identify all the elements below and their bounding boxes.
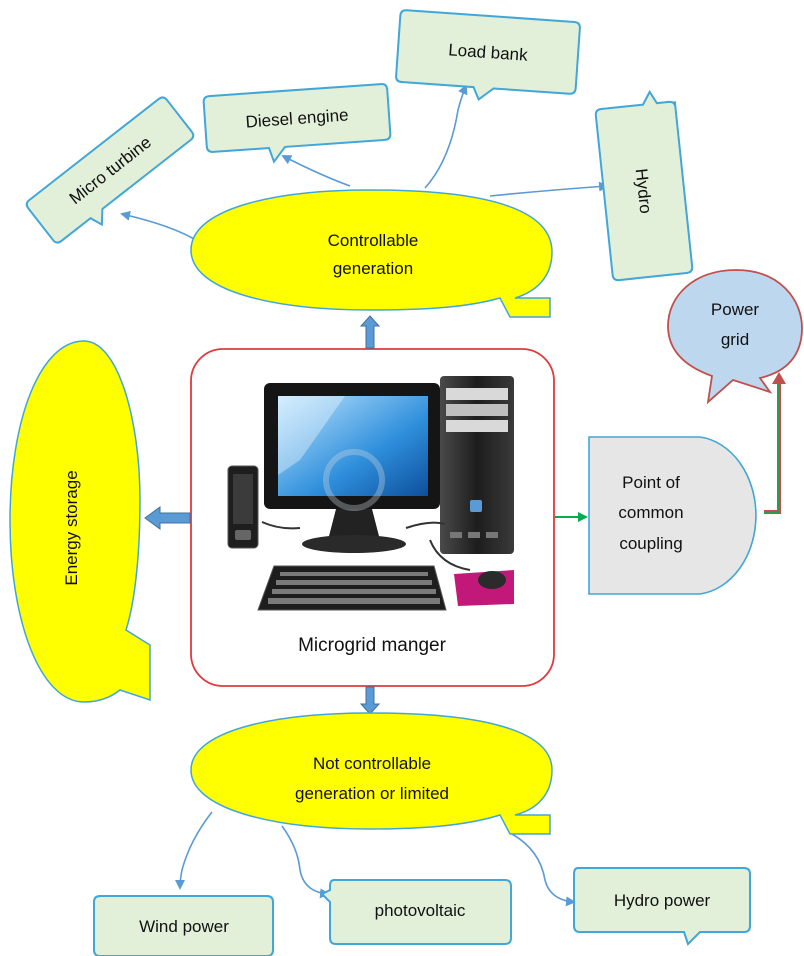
not-controllable-label-2: generation or limited bbox=[295, 784, 449, 803]
hydro-label: Hydro bbox=[632, 168, 656, 215]
not-controllable-connectors bbox=[175, 811, 576, 907]
arrow-down bbox=[359, 686, 381, 715]
energy-storage-node: Energy storage bbox=[9, 340, 151, 703]
desktop-computer-icon bbox=[227, 376, 514, 611]
wind-power-node: Wind power bbox=[93, 895, 274, 956]
pcc-label-1: Point of bbox=[622, 473, 680, 492]
arrow-left bbox=[144, 506, 191, 530]
arrow-up bbox=[359, 315, 381, 349]
microgrid-manager-node: Microgrid manger bbox=[190, 348, 555, 687]
controllable-connectors bbox=[120, 84, 609, 241]
pcc-label-2: common bbox=[618, 503, 683, 522]
monitor-icon bbox=[264, 383, 440, 553]
not-controllable-label-1: Not controllable bbox=[313, 754, 431, 773]
power-grid-node: Power grid bbox=[667, 269, 803, 405]
energy-storage-label: Energy storage bbox=[62, 470, 81, 585]
hydro-node: Hydro bbox=[594, 89, 694, 282]
pcc-node: Point of common coupling bbox=[588, 436, 757, 595]
photovoltaic-label: photovoltaic bbox=[375, 901, 466, 920]
tower-pc-icon bbox=[440, 376, 514, 554]
power-grid-label-2: grid bbox=[721, 330, 749, 349]
microgrid-manager-label: Microgrid manger bbox=[298, 635, 446, 656]
power-grid-label-1: Power bbox=[711, 300, 760, 319]
hydro-power-label: Hydro power bbox=[614, 891, 711, 910]
phone-icon bbox=[227, 465, 259, 549]
diesel-engine-node: Diesel engine bbox=[202, 83, 392, 164]
controllable-label-1: Controllable bbox=[328, 231, 419, 250]
pcc-arrow bbox=[555, 512, 588, 522]
pcc-label-3: coupling bbox=[619, 534, 682, 553]
mouse-icon bbox=[454, 570, 514, 606]
controllable-generation-node: Controllable generation bbox=[190, 189, 553, 318]
photovoltaic-node: photovoltaic bbox=[320, 879, 512, 945]
wind-power-label: Wind power bbox=[139, 917, 229, 936]
pcc-grid-connector bbox=[764, 372, 786, 514]
manager-arrows bbox=[144, 315, 381, 715]
load-bank-node: Load bank bbox=[395, 9, 581, 102]
keyboard-icon bbox=[257, 565, 447, 611]
not-controllable-node: Not controllable generation or limited bbox=[190, 712, 553, 835]
hydro-power-node: Hydro power bbox=[573, 867, 751, 946]
controllable-label-2: generation bbox=[333, 259, 413, 278]
